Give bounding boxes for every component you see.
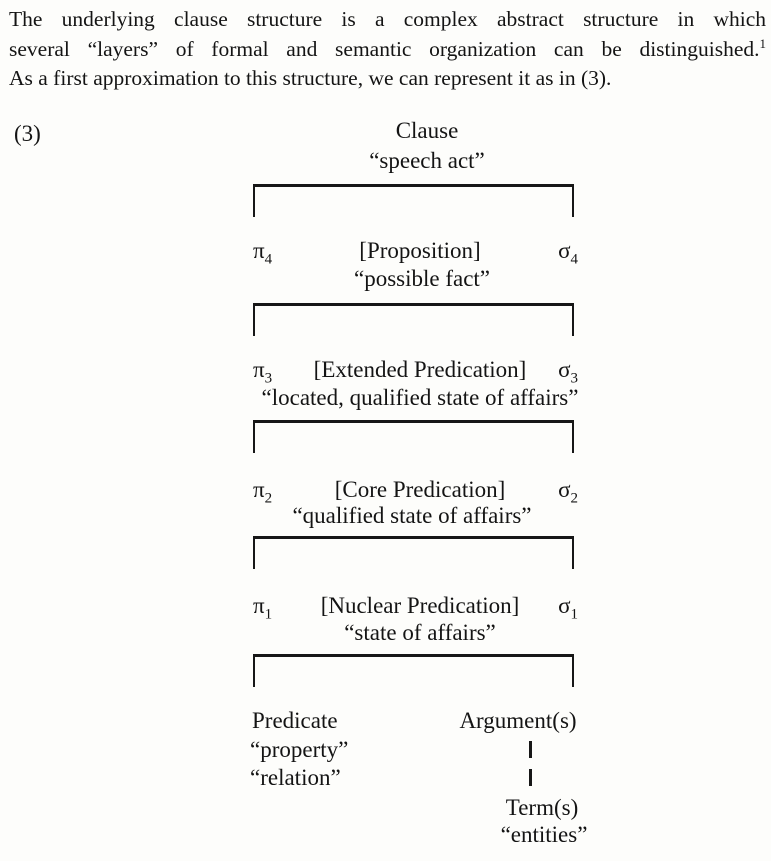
extended-predication-gloss: “located, qualified state of affairs” bbox=[261, 385, 579, 410]
expansion-bracket-4 bbox=[253, 536, 574, 569]
core-predication-label: [Core Predication] bbox=[334, 477, 506, 502]
sigma3-symbol: σ bbox=[558, 357, 571, 382]
sigma4-symbol: σ bbox=[558, 238, 571, 263]
intro-paragraph: The underlying clause structure is a com… bbox=[9, 5, 766, 94]
level-3-row: π3 [Extended Predication] σ3 bbox=[253, 357, 578, 387]
terms-gloss: “entities” bbox=[500, 822, 588, 847]
pi3-subscript: 3 bbox=[264, 370, 273, 387]
paragraph-line-1: The underlying clause structure is a com… bbox=[9, 5, 766, 35]
expansion-bracket-2 bbox=[253, 303, 574, 336]
terms-label: Term(s) bbox=[505, 795, 579, 820]
sigma1-symbol: σ bbox=[558, 593, 571, 618]
nuclear-predication-gloss: “state of affairs” bbox=[344, 620, 496, 645]
clause-gloss: “speech act” bbox=[369, 148, 485, 173]
level-1-row: π1 [Nuclear Predication] σ1 bbox=[253, 593, 578, 623]
predicate-gloss-property: “property” bbox=[250, 737, 349, 762]
argument-term-connector-dash-1 bbox=[529, 741, 532, 758]
level-2-row: π2 [Core Predication] σ2 bbox=[253, 477, 578, 507]
paragraph-line-3: As a first approximation to this structu… bbox=[9, 64, 766, 94]
level-4-row: π4 [Proposition] σ4 bbox=[253, 238, 578, 268]
footnote-marker: 1 bbox=[759, 35, 767, 51]
arguments-label: Argument(s) bbox=[459, 708, 577, 733]
pi4-operator: π4 bbox=[253, 238, 272, 267]
proposition-label: [Proposition] bbox=[359, 238, 481, 263]
sigma4-operator: σ4 bbox=[558, 238, 578, 267]
predicate-label: Predicate bbox=[252, 708, 338, 733]
pi2-operator: π2 bbox=[253, 477, 272, 506]
paragraph-line-2-text: several “layers” of formal and semantic … bbox=[9, 36, 760, 61]
core-predication-gloss: “qualified state of affairs” bbox=[292, 503, 532, 528]
nuclear-predication-label: [Nuclear Predication] bbox=[320, 593, 520, 618]
pi1-symbol: π bbox=[253, 593, 265, 618]
expansion-bracket-3 bbox=[253, 420, 574, 453]
extended-predication-label: [Extended Predication] bbox=[313, 357, 527, 382]
argument-term-connector-dash-2 bbox=[529, 769, 532, 786]
expansion-bracket-1 bbox=[253, 184, 574, 217]
paragraph-line-1-text: The underlying clause structure is a com… bbox=[9, 7, 766, 31]
pi2-symbol: π bbox=[253, 477, 265, 502]
clause-label: Clause bbox=[395, 118, 459, 143]
sigma3-subscript: 3 bbox=[570, 370, 579, 387]
sigma1-subscript: 1 bbox=[570, 606, 579, 623]
sigma2-operator: σ2 bbox=[558, 477, 578, 506]
pi4-symbol: π bbox=[253, 238, 265, 263]
example-number: (3) bbox=[14, 121, 41, 146]
paragraph-line-2: several “layers” of formal and semantic … bbox=[9, 35, 766, 65]
pi2-subscript: 2 bbox=[264, 490, 273, 507]
expansion-bracket-5 bbox=[253, 654, 574, 687]
pi3-operator: π3 bbox=[253, 357, 272, 386]
sigma3-operator: σ3 bbox=[558, 357, 578, 386]
pi4-subscript: 4 bbox=[264, 251, 273, 268]
pi1-operator: π1 bbox=[253, 593, 272, 622]
proposition-gloss: “possible fact” bbox=[353, 266, 491, 291]
sigma2-subscript: 2 bbox=[570, 490, 579, 507]
sigma4-subscript: 4 bbox=[570, 251, 579, 268]
pi1-subscript: 1 bbox=[264, 606, 273, 623]
predicate-gloss-relation: “relation” bbox=[250, 765, 341, 790]
sigma2-symbol: σ bbox=[558, 477, 571, 502]
pi3-symbol: π bbox=[253, 357, 265, 382]
sigma1-operator: σ1 bbox=[558, 593, 578, 622]
paragraph-line-3-text: As a first approximation to this structu… bbox=[9, 66, 612, 90]
